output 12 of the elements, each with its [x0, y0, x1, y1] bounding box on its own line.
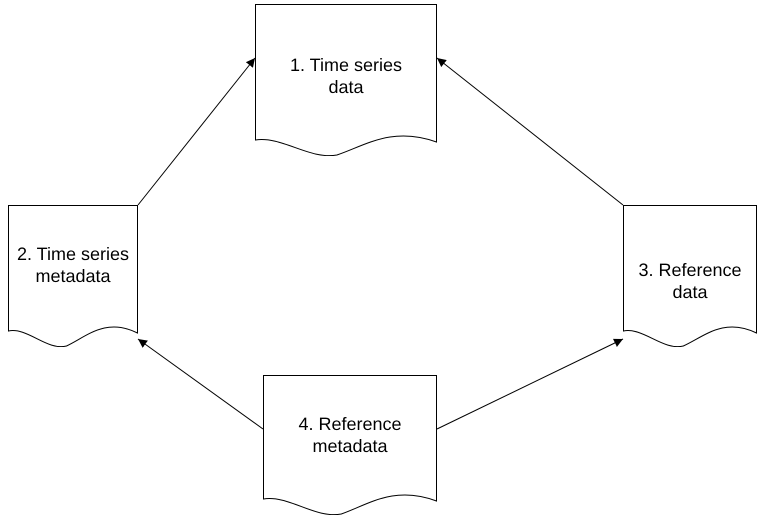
document-shape: [623, 205, 757, 347]
document-shape: [263, 375, 437, 515]
arrow: [436, 338, 624, 430]
document-shape: [8, 205, 138, 347]
node-text: 4. Reference metadata: [297, 413, 403, 457]
arrow: [138, 58, 256, 206]
document-shape: [255, 4, 437, 156]
arrow: [138, 338, 264, 430]
arrow: [436, 58, 624, 206]
node-text: 1. Time series data: [288, 54, 404, 98]
node-text: 2. Time series metadata: [16, 243, 130, 287]
node-text: 3. Reference data: [637, 259, 743, 303]
